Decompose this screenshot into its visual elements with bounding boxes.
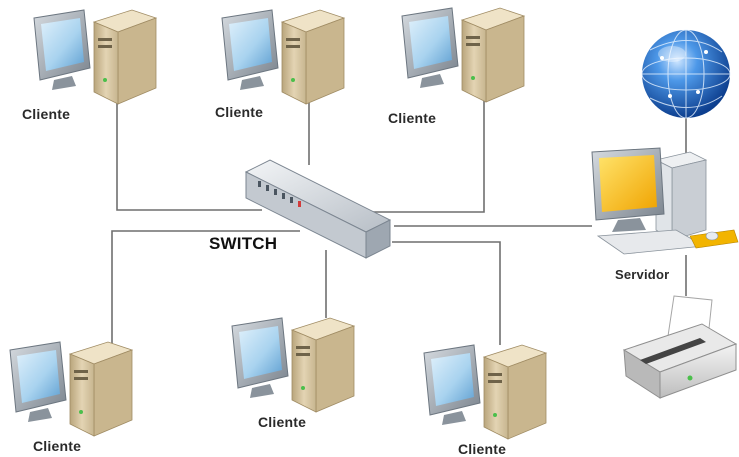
link-client-3 bbox=[372, 98, 485, 213]
network-switch-icon bbox=[244, 159, 392, 259]
client-pc-icon bbox=[9, 341, 133, 437]
network-links bbox=[111, 96, 687, 345]
client-label-1: Cliente bbox=[22, 106, 71, 122]
switch-label: SWITCH bbox=[209, 234, 278, 253]
client-pc-icon bbox=[221, 9, 345, 105]
server-label: Servidor bbox=[615, 267, 670, 282]
client-label-6: Cliente bbox=[458, 441, 507, 457]
link-client-6 bbox=[392, 241, 501, 345]
printer-icon bbox=[622, 295, 738, 399]
client-pc-icon bbox=[401, 7, 525, 103]
server-workstation-icon bbox=[591, 147, 739, 255]
client-pc-icon bbox=[33, 9, 157, 105]
client-pc-icon bbox=[231, 317, 355, 413]
client-label-5: Cliente bbox=[258, 414, 307, 430]
client-pc-icon bbox=[423, 344, 547, 440]
client-label-2: Cliente bbox=[215, 104, 264, 120]
globe-icon bbox=[641, 29, 731, 119]
link-client-1 bbox=[116, 100, 262, 211]
client-label-3: Cliente bbox=[388, 110, 437, 126]
link-client-4 bbox=[111, 230, 300, 345]
client-label-4: Cliente bbox=[33, 438, 82, 454]
